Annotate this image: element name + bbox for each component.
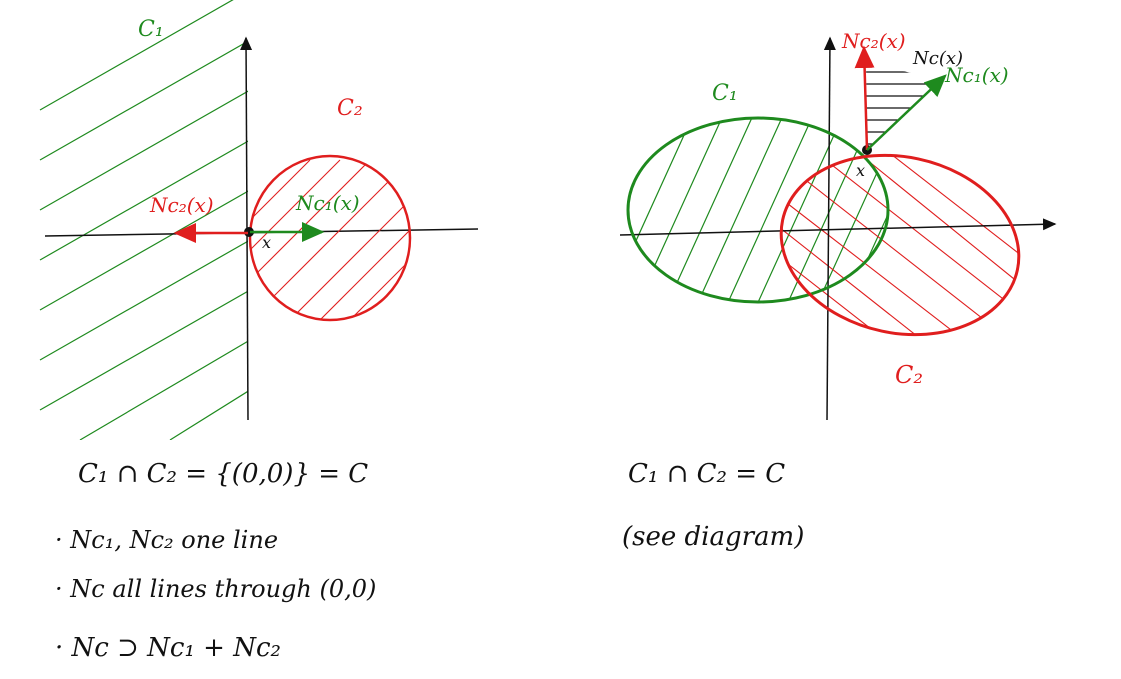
left-c2-label: C₂ — [337, 96, 363, 121]
left-note-4: · Nc ⊃ Nc₁ + Nc₂ — [55, 633, 281, 663]
right-note-1: C₁ ∩ C₂ = C — [628, 459, 785, 489]
right-diagram: Nc₂(x) Nc(x) Nc₁(x) C₁ x C₂ — [619, 29, 1057, 421]
right-notes: C₁ ∩ C₂ = C (see diagram) — [622, 459, 804, 552]
left-c1-label: C₁ — [138, 17, 164, 42]
left-normal-c2-label: Nc₂(x) — [149, 193, 214, 217]
left-normal-c1-label: Nc₁(x) — [295, 191, 360, 215]
right-c2-hatching — [769, 133, 1036, 357]
right-c2-label: C₂ — [895, 361, 923, 389]
right-point-label: x — [856, 161, 865, 180]
right-note-2: (see diagram) — [622, 522, 804, 552]
right-normal-c1-label: Nc₁(x) — [944, 63, 1009, 87]
right-normal-c2-arrow — [854, 45, 875, 151]
right-cone-label: Nc(x) — [912, 48, 963, 69]
left-point-label: x — [262, 233, 271, 252]
right-y-axis — [823, 36, 836, 421]
right-x-axis — [619, 218, 1057, 236]
left-notes: C₁ ∩ C₂ = {(0,0)} = C · Nc₁, Nc₂ one lin… — [55, 459, 376, 663]
left-c2-boundary — [248, 154, 412, 322]
right-c2-boundary — [779, 153, 1021, 337]
right-cone-hatching — [866, 71, 930, 145]
left-diagram: C₁ C₂ Nc₂(x) Nc₁(x) x — [39, 0, 479, 440]
left-c1-hatching — [39, 0, 248, 440]
left-note-2: · Nc₁, Nc₂ one line — [55, 526, 278, 554]
left-note-1: C₁ ∩ C₂ = {(0,0)} = C — [78, 459, 368, 489]
right-c1-label: C₁ — [712, 81, 738, 106]
right-normal-c2-label: Nc₂(x) — [841, 29, 906, 53]
right-c1-boundary — [626, 116, 890, 304]
left-note-3: · Nc all lines through (0,0) — [55, 575, 376, 603]
left-point-x — [244, 227, 254, 237]
right-normal-c1-arrow — [866, 74, 947, 151]
